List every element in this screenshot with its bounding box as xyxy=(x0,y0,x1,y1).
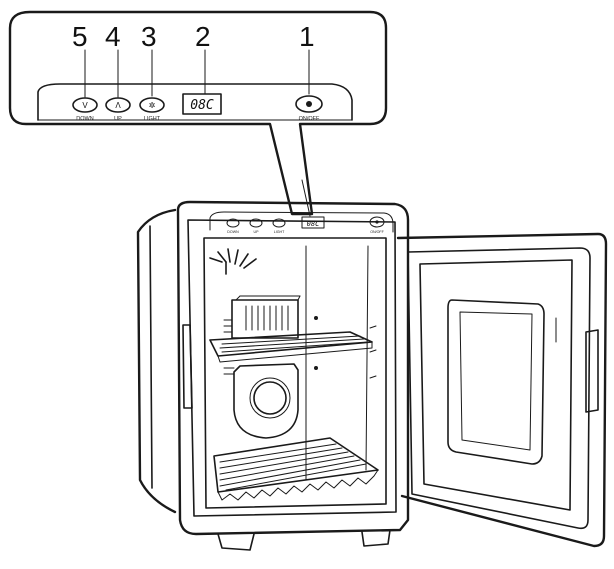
down-arrow-icon: V xyxy=(82,101,88,110)
small-power-icon xyxy=(375,220,379,224)
small-down-label: DOWN xyxy=(227,230,239,234)
light-label: LIGHT xyxy=(144,116,161,122)
fridge-body xyxy=(136,200,410,551)
power-label: ON/OFF xyxy=(299,116,320,122)
up-label: UP xyxy=(114,116,122,122)
small-light-button[interactable] xyxy=(272,218,286,228)
leader-lines xyxy=(84,49,310,98)
down-button[interactable]: V xyxy=(72,97,98,113)
callout-pointer xyxy=(301,179,311,217)
enlarged-control-panel xyxy=(37,83,353,121)
small-power-button[interactable] xyxy=(369,216,385,228)
power-button[interactable] xyxy=(295,95,323,113)
zoom-callout-bubble xyxy=(8,10,388,216)
fridge-door[interactable] xyxy=(396,232,608,548)
temperature-display: 08C xyxy=(182,93,222,115)
small-down-button[interactable] xyxy=(226,218,240,228)
light-button[interactable]: ✲ xyxy=(139,97,165,113)
fridge-control-panel: 08C DOWN UP LIGHT ON/OFF xyxy=(226,216,385,234)
small-display-value: 08C xyxy=(307,220,320,228)
callout-number-3: 3 xyxy=(141,21,157,52)
up-arrow-icon: Λ xyxy=(115,101,121,110)
up-button[interactable]: Λ xyxy=(105,97,131,113)
callout-number-1: 1 xyxy=(299,21,315,52)
callout-number-5: 5 xyxy=(72,21,88,52)
power-icon xyxy=(306,101,312,107)
fan-housing xyxy=(223,363,318,439)
bottom-rack xyxy=(213,437,379,501)
small-power-label: ON/OFF xyxy=(370,230,384,234)
small-display xyxy=(301,216,325,229)
cooling-fins xyxy=(223,295,318,339)
small-up-button[interactable] xyxy=(249,218,263,228)
light-icon: ✲ xyxy=(149,101,156,110)
callout-number-4: 4 xyxy=(105,21,121,52)
small-up-label: UP xyxy=(254,230,260,234)
callout-number-2: 2 xyxy=(195,21,211,52)
down-label: DOWN xyxy=(76,116,93,122)
display-value: 08C xyxy=(190,98,214,113)
interior-light-icon xyxy=(209,248,257,275)
middle-shelf xyxy=(209,325,377,379)
small-light-label: LIGHT xyxy=(274,230,285,234)
